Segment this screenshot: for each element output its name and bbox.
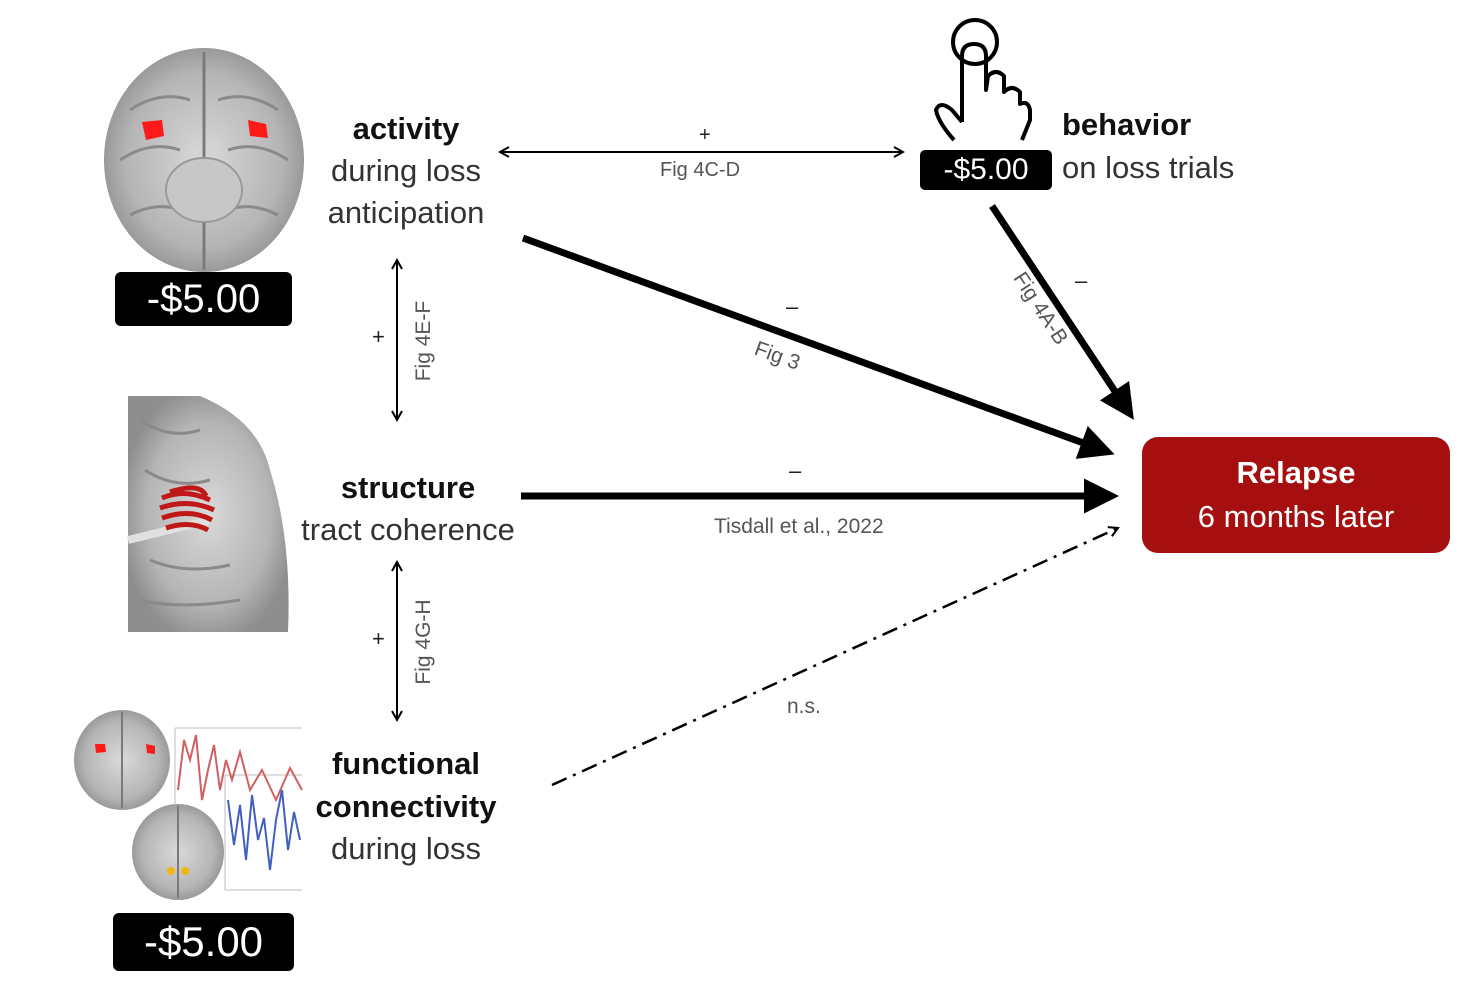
edge-sign-structure-relapse: – [789, 458, 802, 483]
edge-activity-relapse [521, 234, 1115, 459]
edge-label-activity-behavior: Fig 4C-D [660, 159, 741, 181]
behavior-money-badge: -$5.00 [920, 150, 1052, 190]
behavior-title: behavior [1062, 107, 1192, 142]
edge-label-activity-structure: Fig 4E-F [412, 301, 435, 382]
edge-behavior-relapse [989, 204, 1134, 420]
activity-line2: anticipation [327, 195, 485, 230]
edge-sign-structure-functional: + [372, 626, 385, 651]
edge-label-functional-relapse: n.s. [787, 695, 821, 718]
relapse-box: Relapse 6 months later [1142, 437, 1450, 553]
relapse-title: Relapse [1236, 455, 1356, 490]
edge-sign-behavior-relapse: – [1075, 268, 1088, 293]
activity-line1: during loss [331, 153, 481, 188]
functional-title2: connectivity [315, 789, 497, 824]
edge-sign-activity-structure: + [372, 324, 385, 349]
edge-sign-activity-relapse: – [786, 294, 799, 319]
edge-sign-activity-behavior: + [699, 124, 711, 146]
hand-pointer-icon [934, 18, 1032, 142]
edge-label-structure-relapse: Tisdall et al., 2022 [714, 515, 884, 538]
functional-line1: during loss [331, 831, 481, 866]
edge-label-structure-functional: Fig 4G-H [412, 599, 435, 684]
activity-title: activity [352, 111, 460, 146]
behavior-line1: on loss trials [1062, 150, 1235, 185]
relapse-line1: 6 months later [1197, 499, 1395, 534]
brain-axial-image [104, 48, 304, 272]
brain-connectivity-image [74, 710, 303, 900]
activity-money-badge: -$5.00 [115, 272, 292, 326]
brain-sagittal-tract-image [127, 396, 289, 632]
structure-title: structure [340, 470, 476, 505]
functional-money-badge: -$5.00 [113, 913, 294, 971]
functional-title1: functional [331, 746, 481, 781]
structure-line1: tract coherence [301, 512, 515, 547]
edge-label-activity-relapse: Fig 3 [751, 337, 803, 375]
edge-functional-relapse [551, 528, 1118, 787]
